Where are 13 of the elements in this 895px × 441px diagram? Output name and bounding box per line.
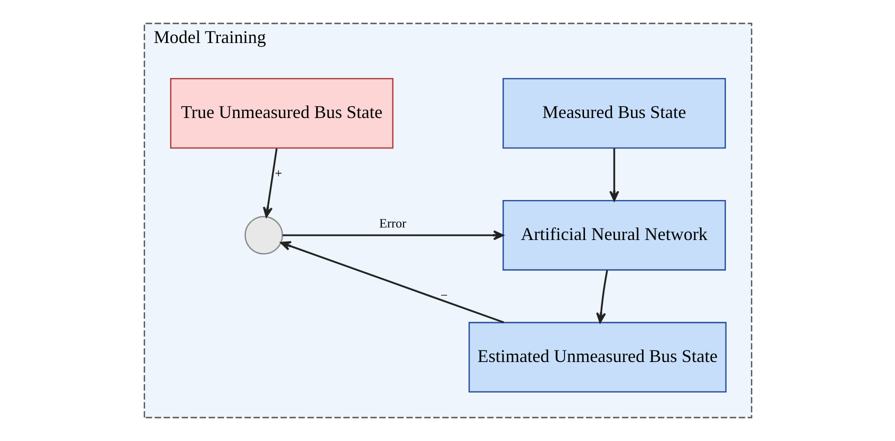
arrow (596, 270, 608, 324)
arrow (282, 230, 504, 240)
node-box: Artificial Neural Network (502, 200, 726, 271)
arrow (608, 148, 619, 202)
node-box: True Unmeasured Bus State (170, 78, 393, 149)
arrow (262, 148, 278, 218)
node-circle (244, 216, 283, 255)
edge-label: Error (378, 216, 406, 231)
edge-label: − (440, 288, 448, 302)
node-box: Estimated Unmeasured Bus State (468, 322, 726, 393)
edge-label: + (274, 166, 282, 180)
arrow (280, 241, 504, 324)
node-box: Measured Bus State (502, 78, 726, 149)
